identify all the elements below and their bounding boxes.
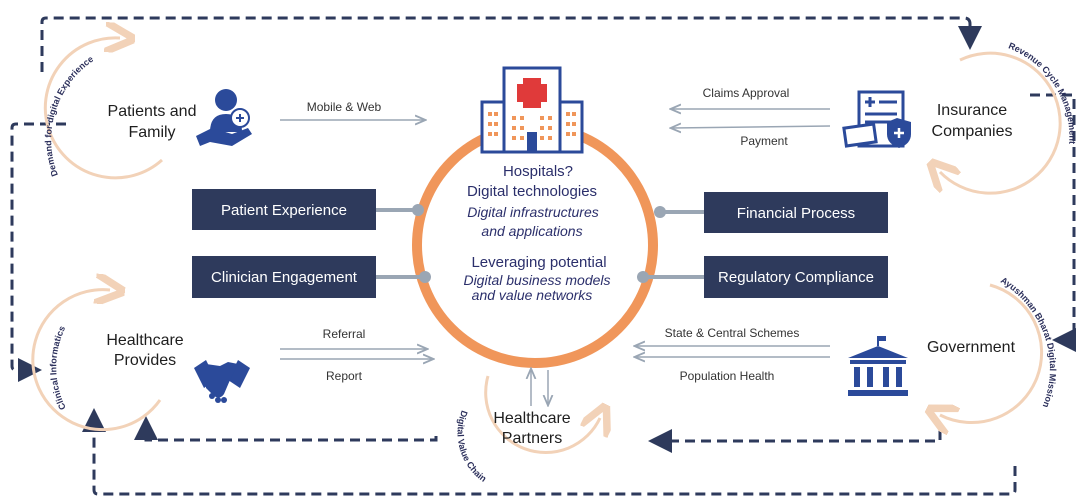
hospital-icon — [480, 66, 584, 154]
svg-text:Clinician Engagement: Clinician Engagement — [211, 269, 358, 286]
flow-label-payment: Payment — [740, 134, 788, 148]
dashed-bottom-left-line — [134, 416, 438, 442]
node-government: Government — [927, 339, 1016, 356]
center-line-applications: and applications — [481, 223, 582, 239]
center-line-value-networks: and value networks — [472, 287, 593, 303]
dashed-top-line — [40, 16, 982, 72]
connector-dot — [419, 271, 431, 283]
box-patient-experience: Patient Experience — [192, 189, 376, 230]
flow-label-mobile-web: Mobile & Web — [307, 100, 382, 114]
handshake-icon — [194, 360, 250, 403]
flow-label-referral: Referral — [323, 327, 366, 341]
node-partners-line1: Healthcare — [493, 410, 570, 427]
svg-text:Regulatory Compliance: Regulatory Compliance — [718, 269, 874, 286]
flow-arrows — [280, 109, 831, 406]
government-building-icon — [848, 336, 908, 396]
flow-label-claims-approval: Claims Approval — [703, 86, 790, 100]
arrow-payment — [672, 126, 831, 128]
curved-label-clinical: Clinical Informatics — [48, 324, 68, 411]
flow-label-report: Report — [326, 369, 363, 383]
svg-text:Patient Experience: Patient Experience — [221, 202, 347, 219]
insurance-documents-icon — [842, 90, 911, 148]
flow-label-population-health: Population Health — [680, 369, 775, 383]
connector-dot — [654, 206, 666, 218]
dashed-outer-bottom-line — [82, 408, 1017, 496]
node-healthcare-line2: Provides — [114, 352, 176, 369]
dashed-bottom-right-line — [648, 429, 942, 453]
node-insurance-line1: Insurance — [937, 102, 1007, 119]
box-clinician-engagement: Clinician Engagement — [192, 256, 376, 298]
node-patients-line2: Family — [128, 124, 175, 141]
node-insurance-line2: Companies — [932, 123, 1013, 140]
curved-label-revenue: Revenue Cycle Management — [1007, 41, 1077, 145]
loop-government — [940, 283, 1044, 423]
loop-patients — [43, 38, 163, 180]
center-line-leveraging: Leveraging potential — [471, 254, 606, 271]
flow-label-state-central: State & Central Schemes — [665, 326, 800, 340]
node-healthcare-line1: Healthcare — [106, 332, 183, 349]
dashed-left-line — [10, 122, 66, 382]
patient-care-icon — [196, 89, 252, 146]
loop-insurance — [940, 51, 1062, 195]
dashed-right-line — [1030, 93, 1076, 352]
curved-label-value-chain: Digital Value Chain — [455, 409, 488, 484]
connector-dot — [637, 271, 649, 283]
connector-dot — [412, 204, 424, 216]
center-line-digital-tech: Digital technologies — [467, 183, 597, 200]
node-patients-line1: Patients and — [108, 103, 197, 120]
center-line-infrastructures: Digital infrastructures — [467, 204, 599, 220]
box-financial-process: Financial Process — [704, 192, 888, 233]
node-partners-line2: Partners — [502, 430, 562, 447]
box-regulatory-compliance: Regulatory Compliance — [704, 256, 888, 298]
loop-arcs — [31, 38, 1062, 454]
center-line-business-models: Digital business models — [463, 272, 610, 288]
center-line-hospitals: Hospitals? — [503, 163, 573, 180]
svg-text:Financial Process: Financial Process — [737, 205, 855, 222]
loop-healthcare — [31, 290, 162, 432]
loop-partners — [484, 375, 600, 454]
box-connectors — [376, 208, 704, 279]
